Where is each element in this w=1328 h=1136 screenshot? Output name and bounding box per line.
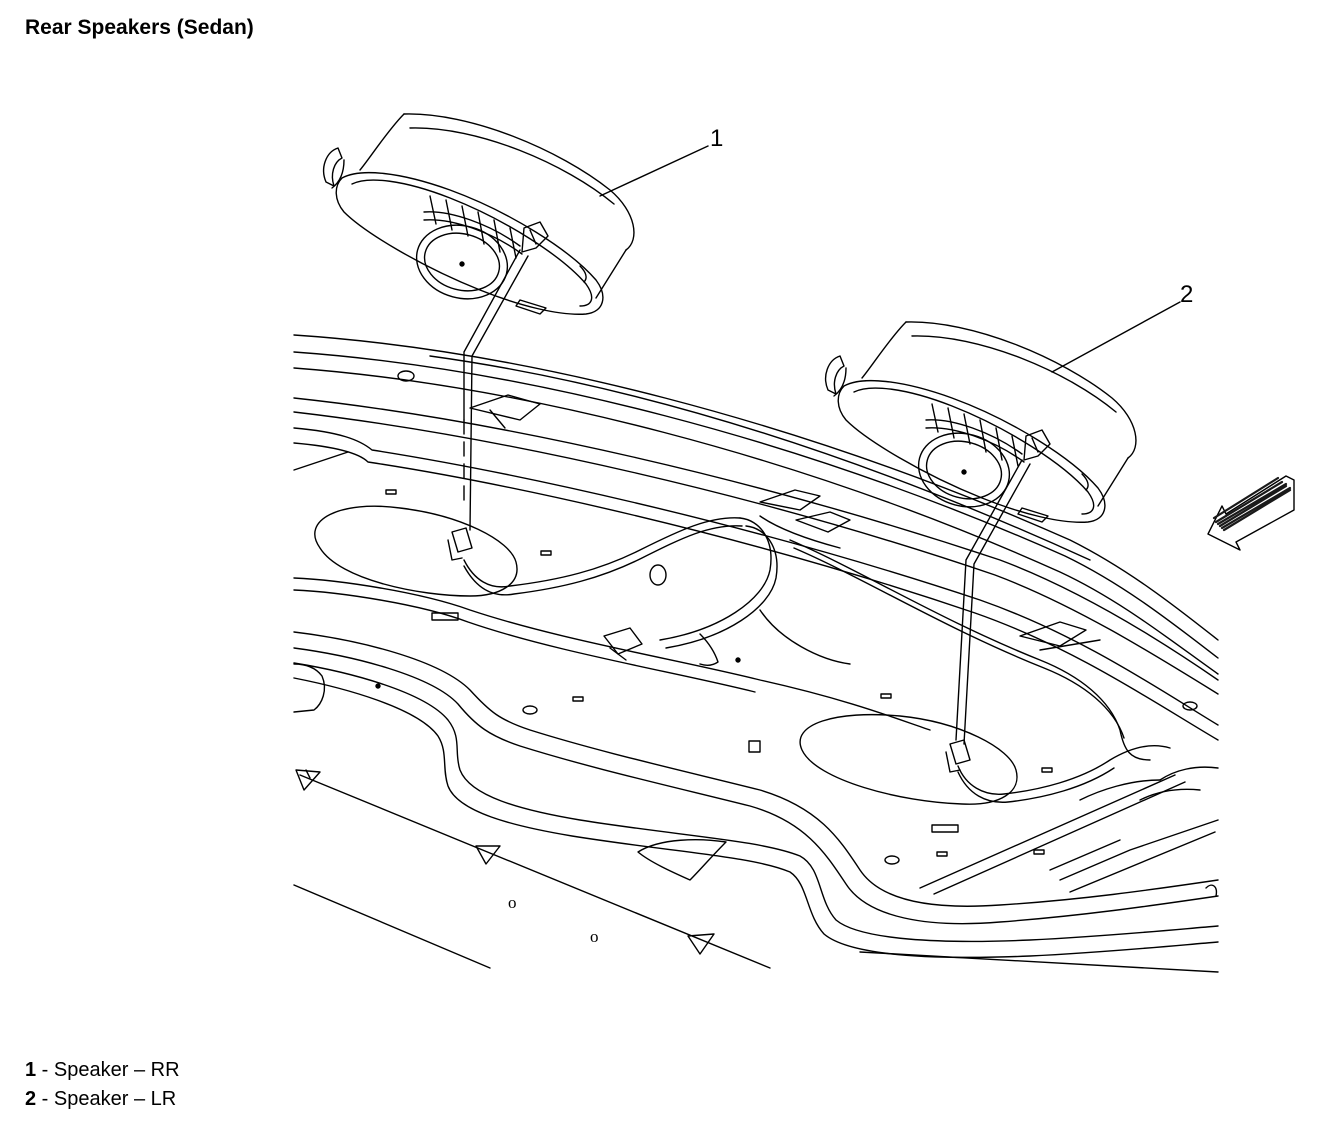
callout-2-label: 2: [1180, 281, 1193, 308]
speaker-rr-connector: [447, 527, 473, 561]
callout-2-leader: [1051, 301, 1181, 373]
rear-shelf-panel: [293, 334, 1219, 973]
legend: 1 - Speaker – RR 2 - Speaker – LR: [25, 1056, 180, 1114]
panel-mark: o: [590, 927, 599, 946]
speaker-rr-lead: [463, 249, 521, 421]
view-direction-arrow: [1207, 475, 1295, 551]
speaker-lr-lead: [955, 459, 1023, 741]
speaker-lr-lead-2: [963, 463, 1031, 745]
callout-1-label: 1: [710, 125, 723, 152]
speaker-lr: [824, 321, 1137, 523]
speaker-rr: [322, 113, 635, 315]
panel-mark: o: [508, 893, 517, 912]
callout-1-leader: [599, 145, 709, 197]
legend-item: 2 - Speaker – LR: [25, 1088, 177, 1110]
legend-item: 1 - Speaker – RR: [25, 1059, 180, 1081]
page-title: Rear Speakers (Sedan): [25, 16, 254, 39]
speaker-rr-lead-2: [469, 255, 529, 531]
wiring-harness: [463, 517, 1171, 803]
speaker-lr-connector: [945, 739, 971, 773]
